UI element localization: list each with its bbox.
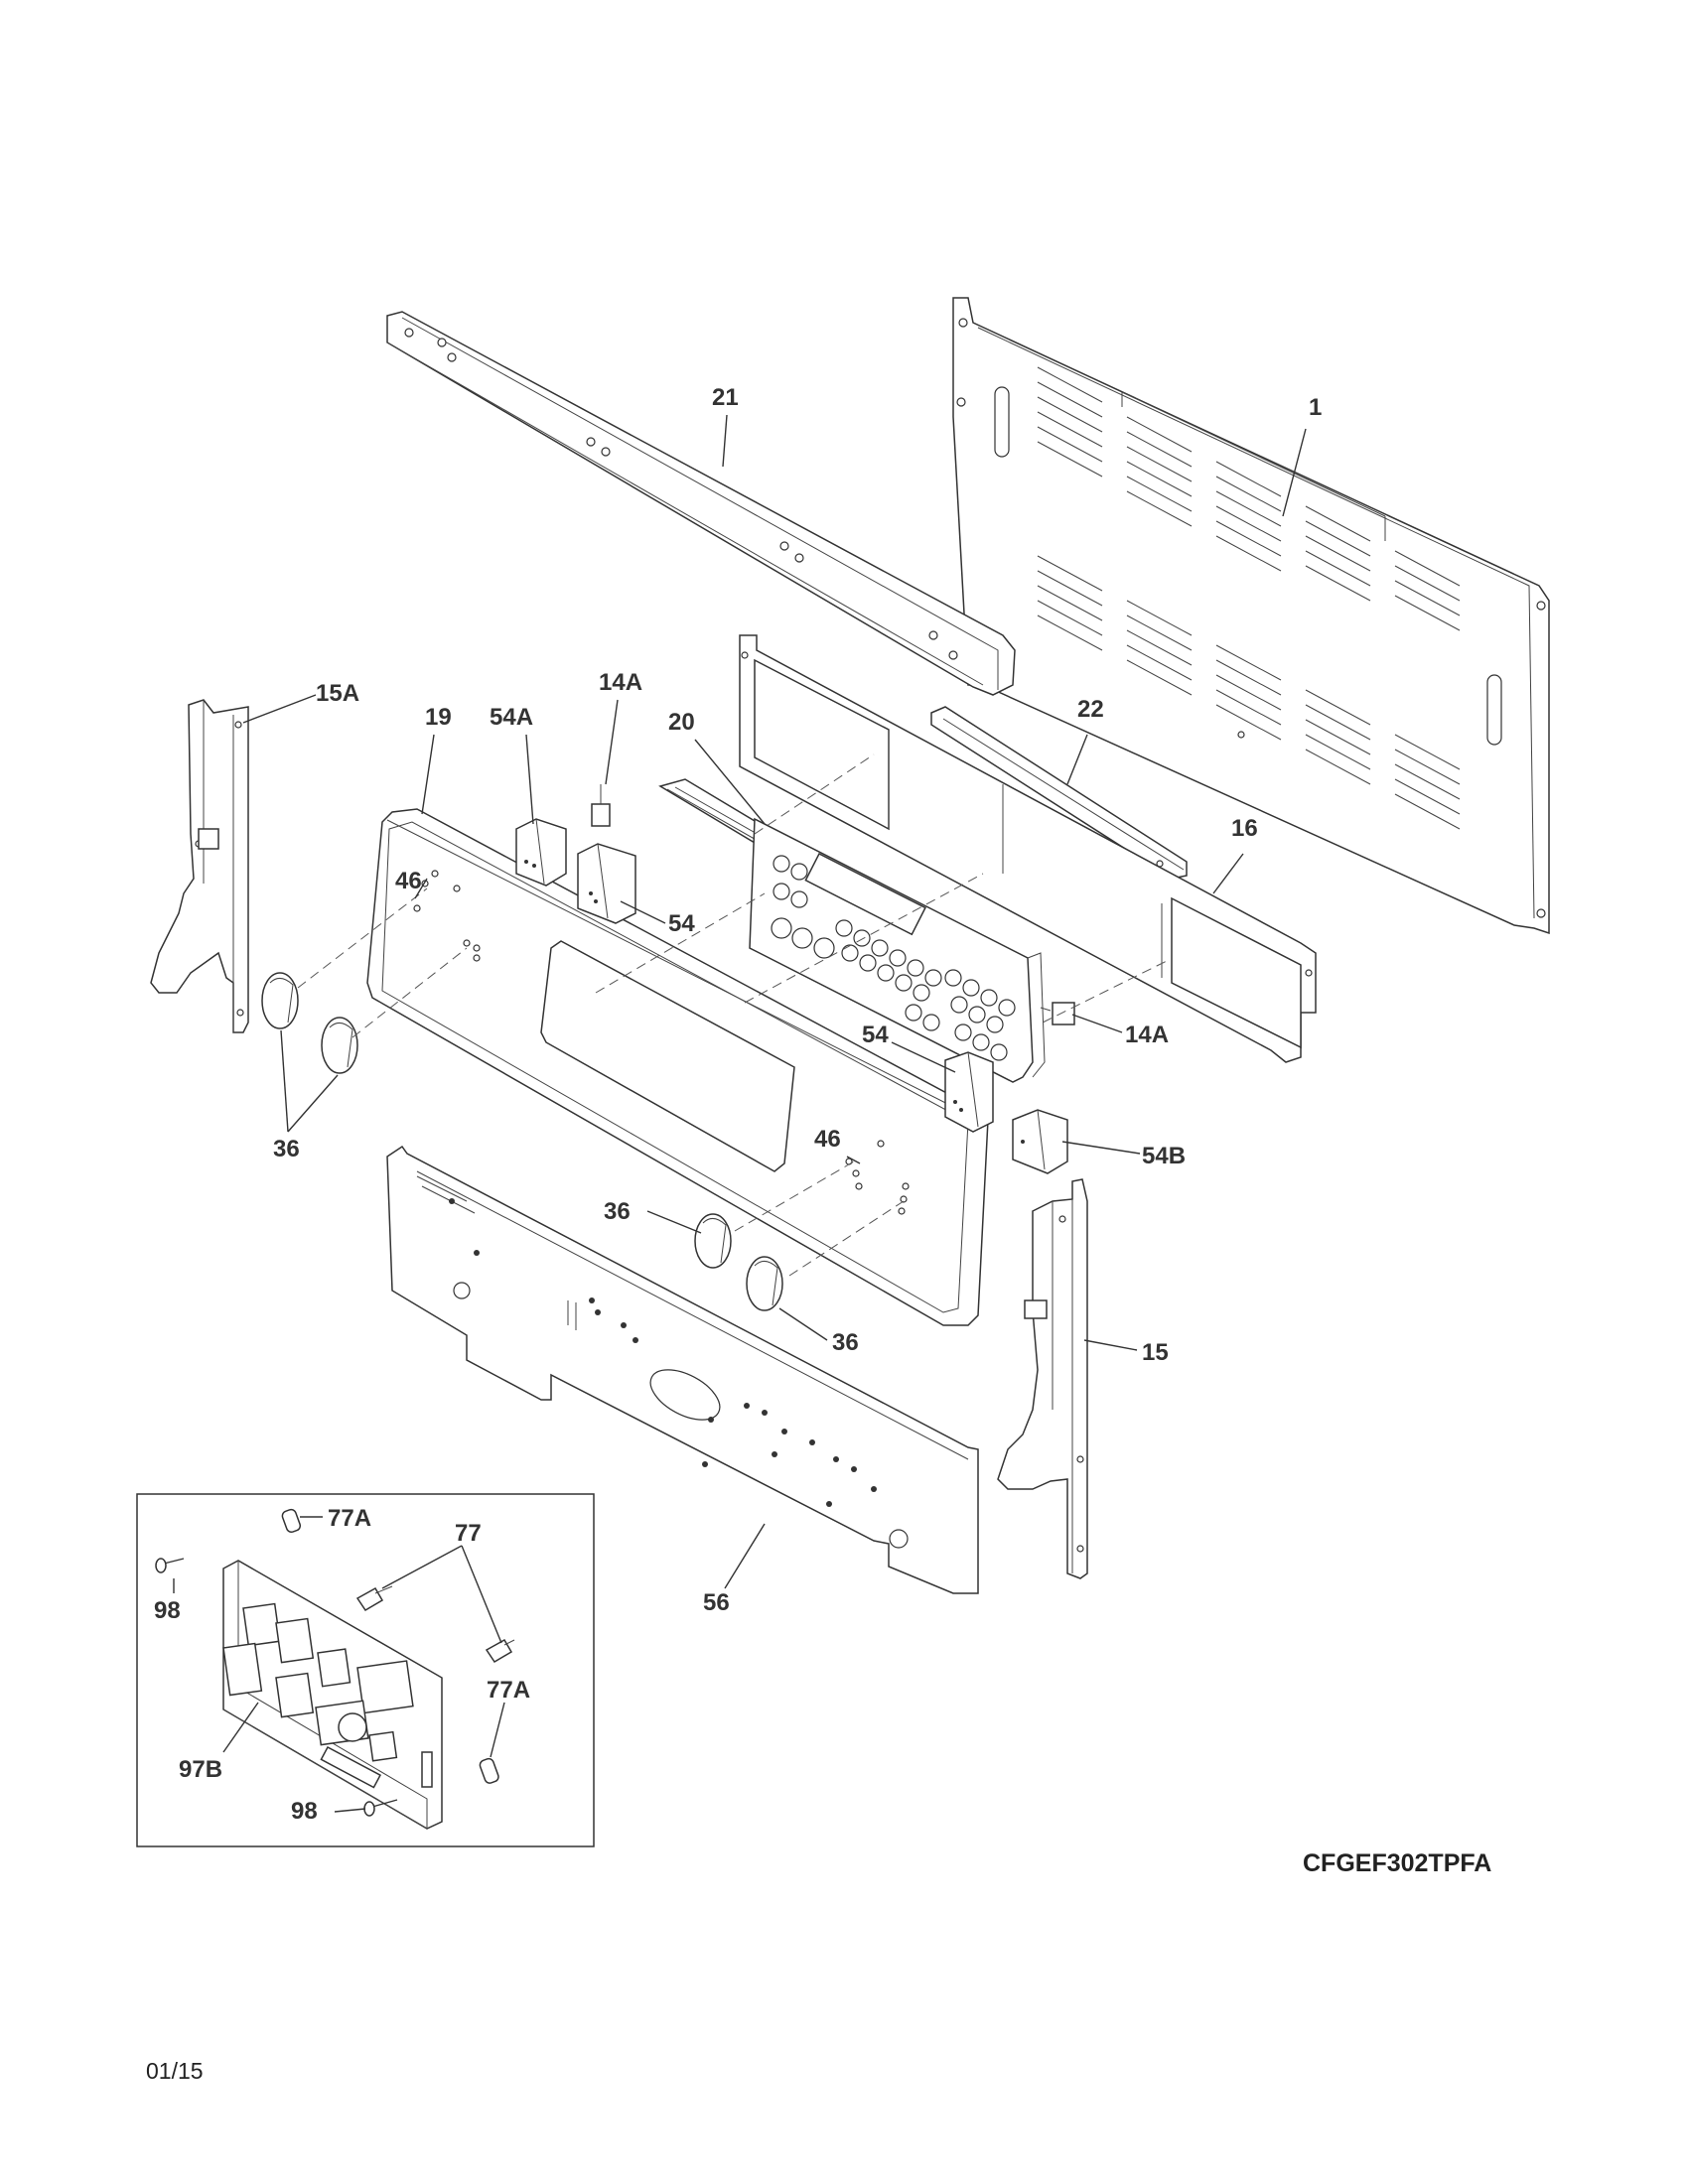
spacer-77a-bottom — [479, 1757, 499, 1784]
callout-97b: 97B — [179, 1756, 222, 1783]
membrane-touch-panel — [658, 778, 1046, 1083]
top-trim-rail — [386, 311, 1016, 696]
alignment-lines — [297, 753, 1168, 1277]
callout-46-mid: 46 — [814, 1126, 841, 1153]
callout-77a-bottom: 77A — [487, 1677, 530, 1704]
date-code: 01/15 — [146, 2058, 204, 2084]
callout-46-left: 46 — [395, 868, 422, 894]
clip-77-b — [485, 1638, 515, 1664]
inset-leader-lines — [173, 1516, 505, 1813]
knob-mid-2 — [746, 1256, 783, 1311]
knob-left-2 — [321, 1017, 358, 1074]
louver-slots — [1037, 366, 1461, 830]
knob-mid-1 — [694, 1213, 732, 1269]
clip-77-a — [355, 1585, 393, 1612]
callout-36-mid: 36 — [604, 1198, 631, 1225]
callout-1: 1 — [1309, 394, 1322, 421]
knob-left-1 — [261, 972, 299, 1029]
callout-22: 22 — [1077, 696, 1104, 723]
leader-lines — [242, 414, 1307, 1589]
model-number: CFGEF302TPFA — [1303, 1849, 1491, 1877]
relay-54a — [515, 818, 567, 887]
screw-98-left — [155, 1558, 185, 1573]
left-side-bracket — [150, 699, 249, 1033]
callout-15a: 15A — [316, 680, 359, 707]
callout-15: 15 — [1142, 1339, 1169, 1366]
callout-54-mid: 54 — [862, 1022, 889, 1048]
relay-54b — [1012, 1109, 1068, 1174]
callout-98-left: 98 — [154, 1597, 181, 1624]
callout-54-top: 54 — [668, 910, 695, 937]
callout-16: 16 — [1231, 815, 1258, 842]
switch-14a-right — [1040, 1002, 1075, 1025]
callout-54a: 54A — [490, 704, 533, 731]
right-side-bracket — [997, 1178, 1088, 1579]
callout-20: 20 — [668, 709, 695, 736]
rear-vent-panel — [952, 297, 1550, 935]
control-housing-panel — [739, 634, 1317, 1063]
callout-36-left: 36 — [273, 1136, 300, 1162]
spacer-77a-top — [281, 1508, 302, 1534]
switch-14a-top — [591, 784, 611, 827]
control-board-inset — [136, 1493, 595, 1847]
callout-14a-top: 14A — [599, 669, 642, 696]
callout-98-bottom: 98 — [291, 1798, 318, 1825]
callout-21: 21 — [712, 384, 739, 411]
relay-54-mid — [944, 1051, 994, 1133]
bracket-bar — [930, 706, 1188, 880]
callout-77a-top: 77A — [328, 1505, 371, 1532]
lower-bracket-plate — [386, 1145, 979, 1594]
control-panel-frame — [366, 808, 989, 1326]
callout-19: 19 — [425, 704, 452, 731]
callout-14a-right: 14A — [1125, 1022, 1169, 1048]
callout-77: 77 — [455, 1520, 482, 1547]
control-board — [222, 1560, 443, 1830]
relay-54-top — [577, 843, 636, 924]
callout-36-bottom: 36 — [832, 1329, 859, 1356]
callout-54b: 54B — [1142, 1143, 1186, 1169]
callout-56: 56 — [703, 1589, 730, 1616]
